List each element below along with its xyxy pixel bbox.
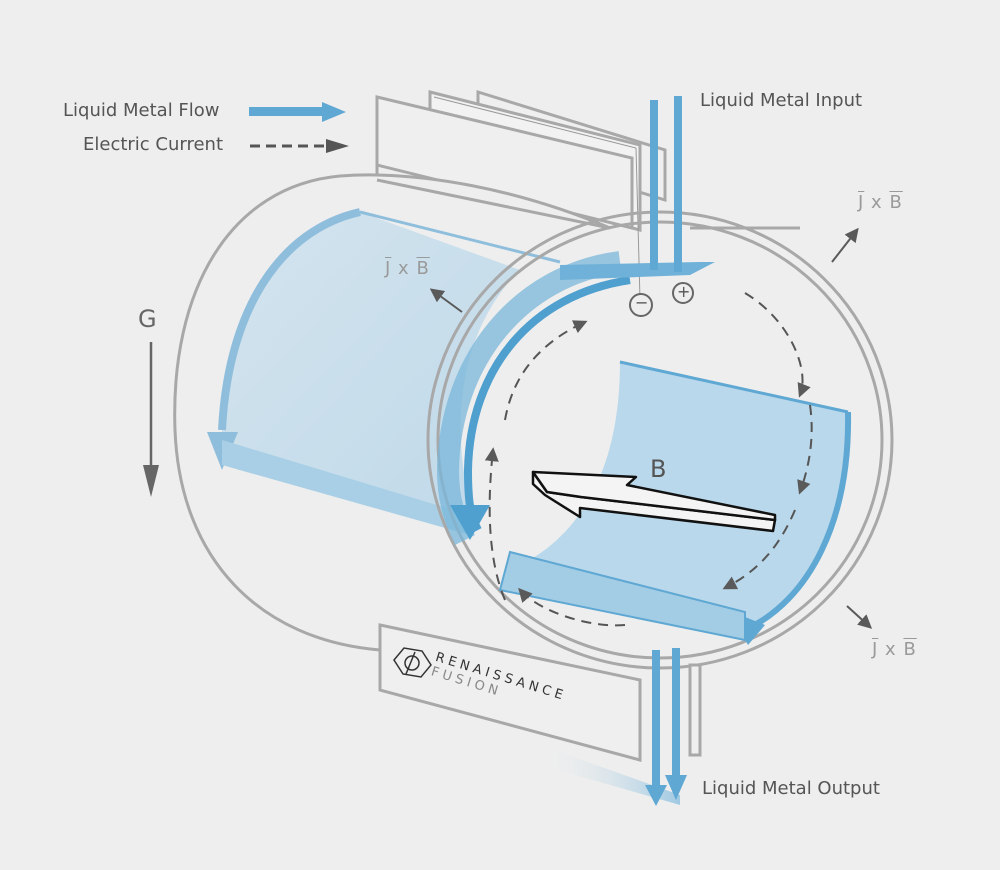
force-x: x — [885, 639, 897, 660]
gravity-label: G — [138, 305, 157, 333]
force-label-bottom-right: J x B — [872, 639, 917, 660]
gravity-arrow — [143, 342, 159, 497]
force-b: B — [903, 639, 917, 660]
force-x: x — [871, 192, 883, 213]
force-j: J — [872, 639, 879, 660]
minus-terminal-icon — [629, 293, 653, 317]
legend-arrows — [249, 102, 349, 153]
force-j: J — [858, 192, 865, 213]
force-label-top-right: J x B — [858, 192, 903, 213]
magnetic-field-arrow — [531, 470, 777, 533]
plus-terminal-icon — [672, 282, 694, 304]
force-b: B — [889, 192, 903, 213]
hexagon-logo-icon — [393, 647, 432, 678]
force-label-top-left: J x B — [385, 258, 430, 279]
force-x: x — [398, 258, 410, 279]
plus-sign: + — [677, 282, 691, 301]
legend-item-current: Electric Current — [83, 134, 223, 155]
output-flow-fade — [540, 745, 680, 805]
legend-item-flow: Liquid Metal Flow — [63, 100, 220, 121]
output-label: Liquid Metal Output — [702, 778, 880, 799]
legend-label-flow: Liquid Metal Flow — [63, 100, 220, 121]
top-electrode-plates — [375, 89, 667, 232]
input-flow — [560, 96, 715, 280]
force-j: J — [385, 258, 392, 279]
output-flow — [645, 648, 687, 806]
bottom-plates — [378, 623, 702, 762]
magnetic-field-label: B — [650, 455, 667, 483]
electric-current-loops — [484, 292, 813, 627]
front-left-flow-arrowhead — [450, 505, 490, 540]
front-left-flow-band — [436, 251, 622, 545]
minus-sign: − — [635, 293, 649, 312]
legend-label-current: Electric Current — [83, 134, 224, 155]
terminals — [629, 282, 694, 317]
force-b: B — [416, 258, 430, 279]
force-arrows — [429, 227, 873, 629]
input-label: Liquid Metal Input — [700, 90, 863, 111]
